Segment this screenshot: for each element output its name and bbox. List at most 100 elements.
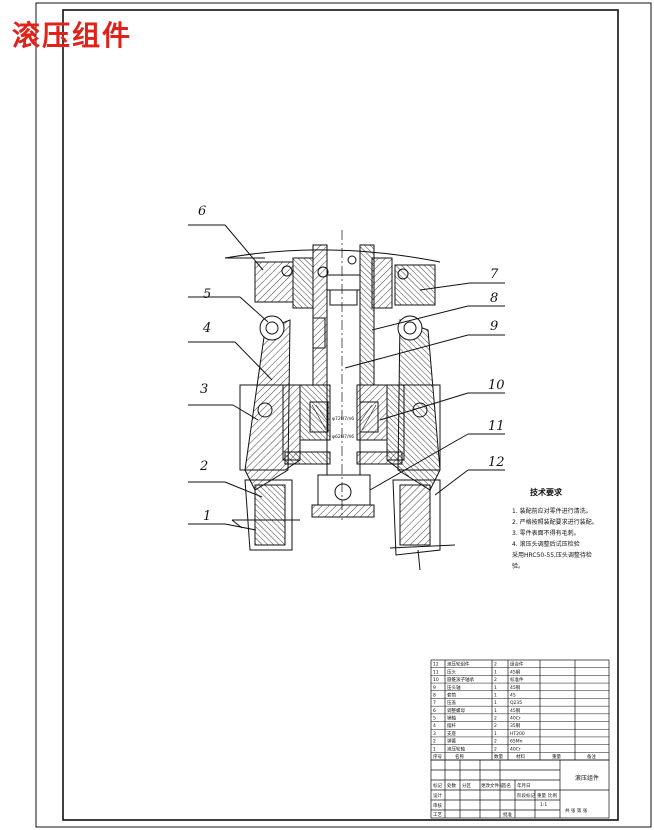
label-2: 2 [199,459,208,474]
parts-row-no: 7 [433,700,436,706]
parts-row-name: 圆锥滚子轴承 [447,676,474,683]
parts-row-material: 45钢 [510,668,521,675]
parts-row-qty: 2 [494,723,497,729]
parts-row-material: 45钢 [510,684,521,691]
title-block-change: 更改文件号 [481,782,504,789]
title-block-stage: 阶段标记 [517,792,535,799]
parts-header-name: 名称 [455,753,464,760]
parts-row-no: 12 [433,662,439,668]
title-block-role-process: 工艺 [433,812,442,818]
parts-row-name: 摆杆 [447,722,456,729]
label-3: 3 [200,382,208,397]
parts-row-material: 40Cr [510,746,521,752]
dimension-label-2: φ62H7/h6 [332,434,354,440]
parts-row-qty: 2 [494,677,497,683]
parts-row-qty: 1 [494,731,497,737]
parts-row-material: 65Mn [510,739,523,745]
parts-row-name: 支座 [447,730,456,737]
parts-row-qty: 1 [494,685,497,691]
parts-row-name: 调整螺母 [447,707,465,714]
tech-line-1: 1. 装配前应对零件进行清洗。 [512,507,592,515]
drawing-title: 滚压组件 [12,19,133,52]
parts-row-name: 滚压轮组件 [447,661,470,668]
parts-row-qty: 1 [494,669,497,675]
label-7: 7 [490,267,499,282]
parts-row-qty: 1 [494,708,497,714]
parts-row-no: 11 [433,669,439,675]
label-4: 4 [202,321,211,336]
tech-heading: 技术要求 [530,487,563,497]
parts-row-material: Q235 [510,700,522,706]
parts-header-qty: 数量 [494,753,503,760]
parts-header-material: 材料 [516,753,525,760]
outer-frame [35,2,652,828]
parts-row-name: 压头 [447,668,456,675]
parts-row-no: 2 [433,739,436,745]
parts-header-weight: 重量 [552,753,561,760]
parts-row-material: 45 [510,692,516,698]
parts-header-no: 序号 [433,753,442,760]
parts-row-no: 6 [433,708,436,714]
parts-row-material: HT200 [510,731,525,737]
title-block-count: 处数 [447,782,456,789]
label-8: 8 [490,291,498,306]
parts-row-name: 套筒 [447,691,456,698]
parts-row-no: 3 [433,731,436,737]
title-block-role-design: 设计 [433,792,442,799]
parts-row-material: 组合件 [510,661,524,668]
parts-row-name: 压盖 [447,699,456,706]
parts-row-material: 45钢 [510,707,521,714]
title-block-date: 年月日 [517,782,531,789]
title-block-ratio: 比例 [548,792,557,799]
tech-line-5: 采用HRC50-55,压头调整待检 [512,551,592,559]
label-1: 1 [203,509,211,524]
tech-line-4: 4. 滚压头调整后试压检验 [512,540,580,548]
title-block-zone: 分区 [462,782,471,789]
title-block-weight: 重量 [537,792,546,799]
parts-row-name: 滚压轮轴 [447,745,465,752]
title-block [430,759,610,819]
title-block-sign: 签名 [502,782,511,789]
parts-row-qty: 2 [494,716,497,722]
parts-row-no: 8 [433,692,436,698]
parts-row-material: 35钢 [510,722,521,729]
parts-row-name: 销轴 [447,715,456,722]
tech-line-3: 3. 零件表面不得有毛刺。 [512,529,580,537]
tech-line-2: 2. 严格按照装配要求进行装配。 [512,518,598,526]
tech-requirements: 技术要求 1. 装配前应对零件进行清洗。 2. 严格按照装配要求进行装配。 3.… [512,487,598,570]
label-11: 11 [488,419,505,434]
parts-row-no: 5 [433,716,436,722]
title-block-role-approve: 批准 [503,811,512,818]
inner-frame [62,9,619,821]
label-9: 9 [490,319,498,334]
parts-row-qty: 2 [494,746,497,752]
label-12: 12 [488,455,505,470]
parts-row-name: 压头轴 [447,684,461,691]
parts-row-no: 9 [433,685,436,691]
parts-row-no: 1 [433,746,436,752]
parts-row-qty: 1 [494,700,497,706]
parts-row-material: 标准件 [510,676,524,683]
assembly-view [188,224,505,571]
label-5: 5 [203,287,211,302]
parts-row-qty: 2 [494,662,497,668]
parts-row-material: 40Cr [510,716,521,722]
dimension-label-1: φ72H7/n6 [332,416,354,422]
parts-list [430,659,610,761]
parts-row-qty: 1 [494,692,497,698]
title-block-sheet: 共 张 第 张 [565,807,588,814]
label-10: 10 [488,378,505,393]
label-6: 6 [198,204,206,219]
parts-row-no: 4 [433,723,436,729]
parts-row-no: 10 [433,677,439,683]
title-block-name: 滚压组件 [575,774,599,782]
parts-row-name: 弹簧 [447,738,456,745]
title-block-scale: 1:1 [540,802,547,808]
title-block-mark: 标记 [433,782,442,789]
parts-header-remark: 备注 [587,753,596,760]
tech-line-6: 验。 [512,562,524,570]
parts-row-qty: 2 [494,739,497,745]
title-block-role-review: 审核 [433,802,442,809]
